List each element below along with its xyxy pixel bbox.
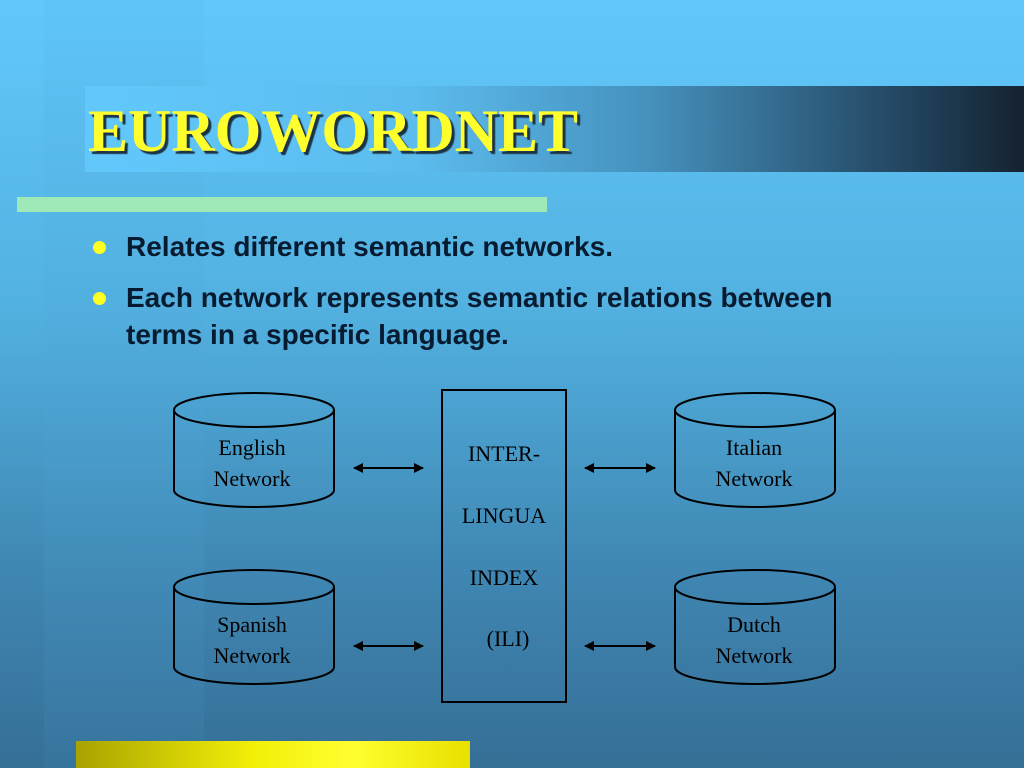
bullet-dot-icon <box>93 241 106 254</box>
spanish-network-label-line1: Spanish <box>217 612 287 637</box>
italian-network-label-line1: Italian <box>726 435 782 460</box>
spanish-network-cylinder: Spanish Network <box>173 569 335 685</box>
dutch-network-cylinder: Dutch Network <box>674 569 836 685</box>
bullet-text: Relates different semantic networks. <box>126 231 614 262</box>
ili-label-line4: (ILI) <box>487 626 530 651</box>
english-network-label-line2: Network <box>214 466 291 491</box>
italian-network-cylinder: Italian Network <box>674 392 836 508</box>
bullet-item: Relates different semantic networks. <box>90 228 890 265</box>
english-network-cylinder: English Network <box>173 392 335 508</box>
dutch-network-label-line1: Dutch <box>727 612 781 637</box>
ili-box: INTER- LINGUA INDEX (ILI) <box>441 389 567 703</box>
footer-accent-bar <box>76 741 470 768</box>
ili-label-line2: LINGUA <box>462 503 546 528</box>
slide-title: EUROWORDNET <box>88 98 579 164</box>
title-gradient-band <box>85 86 1024 172</box>
english-network-label-line1: English <box>218 435 285 460</box>
bullet-text: Each network represents semantic relatio… <box>126 282 833 350</box>
ili-label-line3: INDEX <box>470 565 539 590</box>
bullet-list: Relates different semantic networks. Eac… <box>90 228 890 367</box>
italian-network-label-line2: Network <box>716 466 793 491</box>
dutch-network-label-line2: Network <box>716 643 793 668</box>
title-underline-bar <box>17 197 547 212</box>
spanish-network-label-line2: Network <box>214 643 291 668</box>
bullet-item: Each network represents semantic relatio… <box>90 279 890 353</box>
ili-label-line1: INTER- <box>468 441 540 466</box>
bullet-dot-icon <box>93 292 106 305</box>
